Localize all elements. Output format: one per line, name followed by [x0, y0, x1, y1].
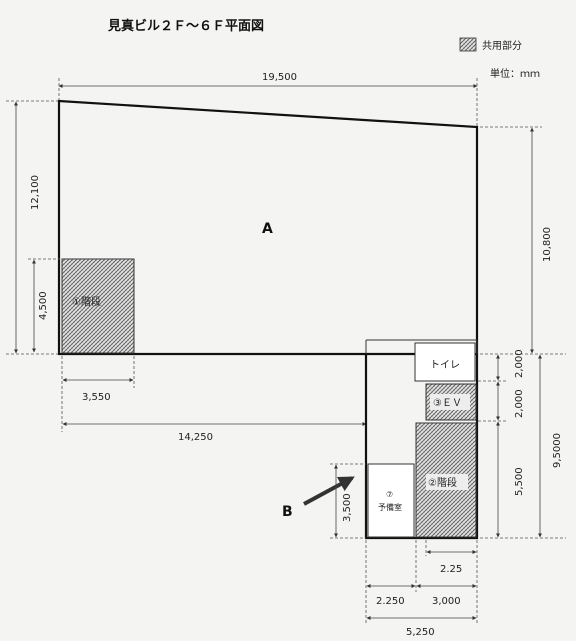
- dim-ev-height: 2,000: [514, 389, 525, 418]
- unit-label: 単位：ｍｍ: [490, 67, 540, 80]
- dim-stair2-width: 2.25: [440, 564, 462, 575]
- area-b-label: B: [282, 504, 293, 520]
- dim-stair2-height: 5,500: [514, 467, 525, 496]
- area-a-label: A: [262, 221, 273, 237]
- prep-room: [367, 463, 415, 538]
- elevator-label-bg: [430, 394, 470, 410]
- dim-main-depth: 14,250: [178, 432, 213, 443]
- stair-2-label: ②階段: [428, 476, 457, 489]
- legend-hatch-swatch: [459, 37, 477, 52]
- elevator-label: ③ＥＶ: [433, 398, 462, 409]
- dim-stair1-height: 4,500: [38, 291, 49, 320]
- dim-stair-width: 3,000: [432, 596, 461, 607]
- legend-label: 共用部分: [482, 39, 522, 52]
- area-b-arrow: [303, 476, 355, 506]
- dim-right-upper: 10,800: [542, 227, 553, 262]
- stair-1-label: ①階段: [72, 295, 101, 308]
- stair-1-room: [61, 258, 135, 354]
- dim-stair1-width: 3,550: [82, 392, 111, 403]
- dim-right-total: 9,5000: [552, 433, 563, 468]
- toilet-room: [414, 342, 476, 382]
- dim-toilet-height: 2,000: [514, 349, 525, 378]
- core-outline: [364, 354, 479, 540]
- dim-top-width: 19,500: [262, 72, 297, 83]
- prep-room-label: 予備室: [378, 502, 402, 512]
- prep-room-number: ⑦: [386, 490, 393, 499]
- plan-title: 見真ビル２Ｆ～６Ｆ平面図: [107, 18, 264, 34]
- dim-core-width: 5,250: [406, 627, 435, 638]
- dim-prep-width: 2.250: [376, 596, 405, 607]
- dim-left-height: 12,100: [30, 175, 41, 210]
- stair-2-label-bg: [426, 474, 468, 490]
- toilet-label: トイレ: [430, 360, 460, 371]
- dim-prep-height: 3,500: [342, 493, 353, 522]
